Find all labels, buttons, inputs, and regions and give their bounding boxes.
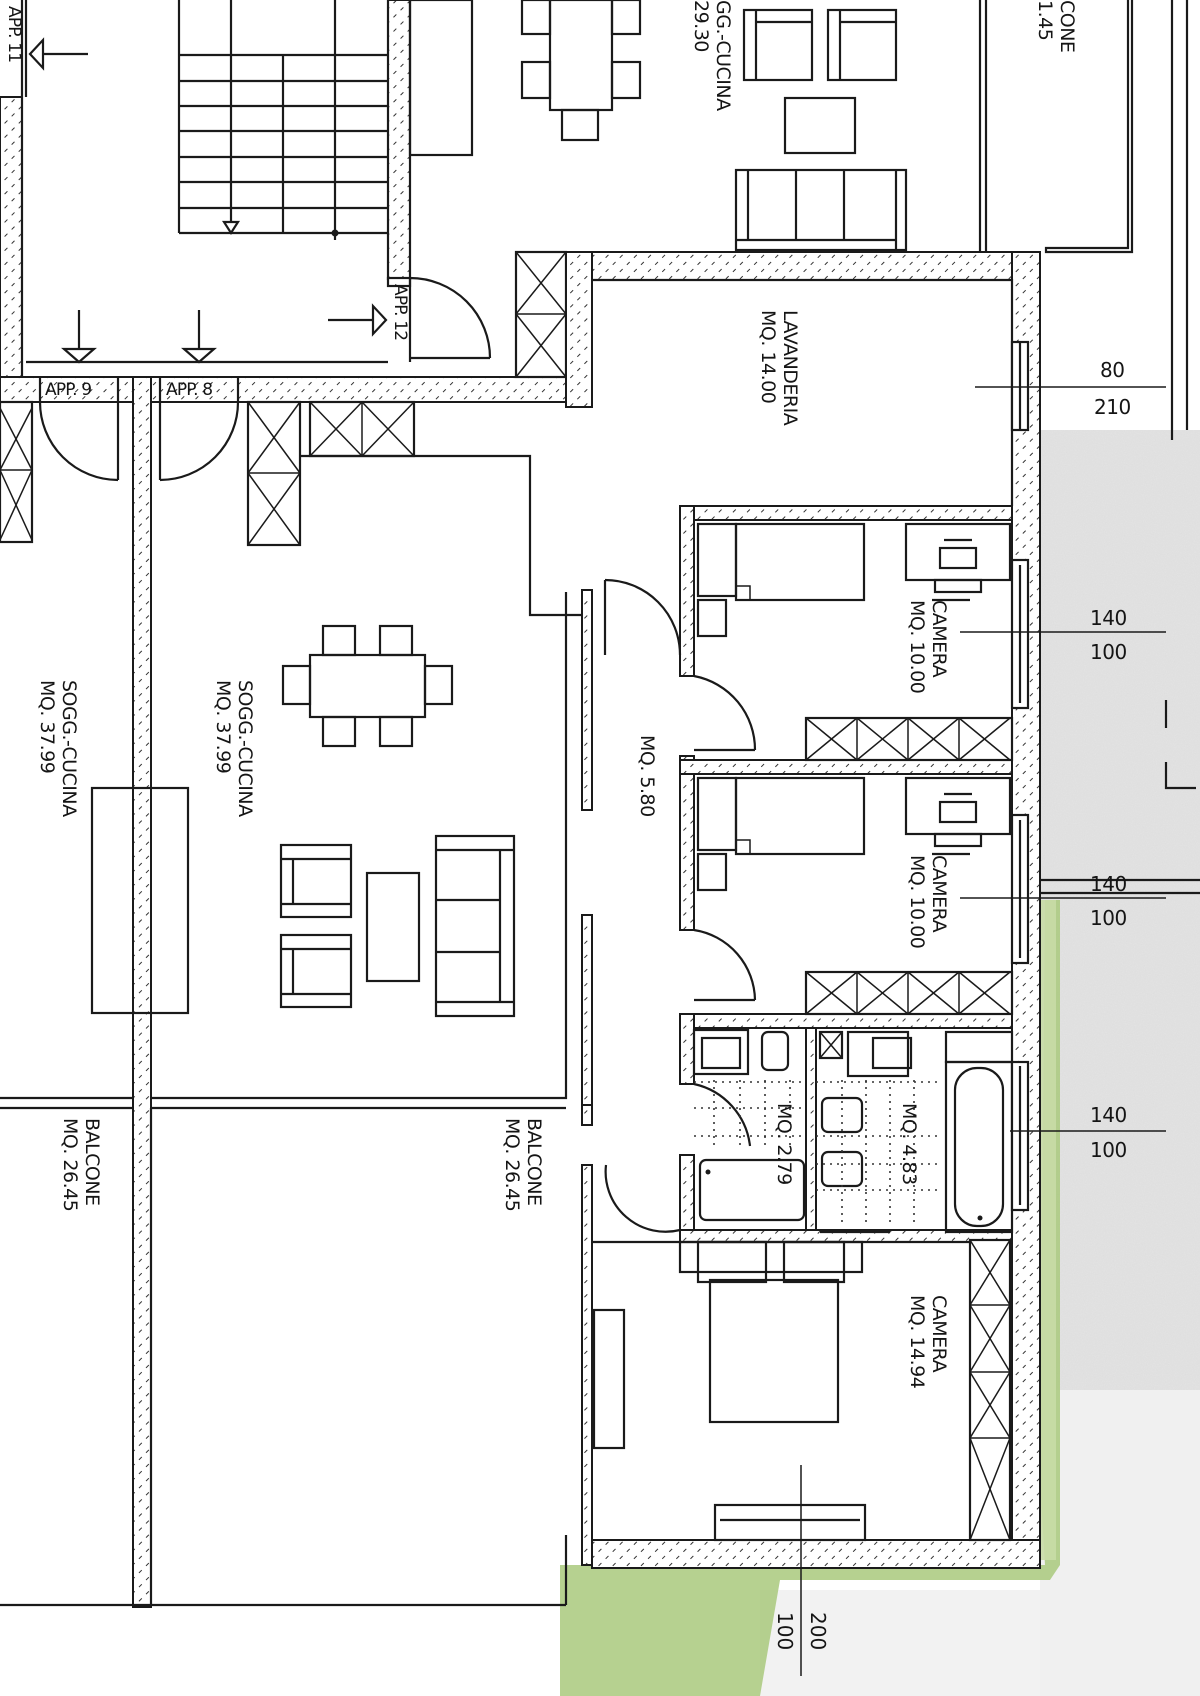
door-app8 [158,377,240,482]
room-label-camera-3: CAMERA MQ. 14.94 [906,1295,950,1389]
window-width-bagno: 140 [1090,1103,1127,1127]
room-label-lavanderia: LAVANDERIA MQ. 14.00 [757,310,801,426]
entrance-arrow-app11 [28,37,88,71]
window-width-camera-1: 140 [1090,606,1127,630]
room-label-balcone-main: BALCONE MQ. 26.45 [501,1118,545,1212]
entrance-label-app8: APP. 8 [166,380,213,400]
entrance-arrow-app12 [328,303,388,337]
window-height-camera-2: 100 [1090,906,1127,930]
room-label-balcone-left: BALCONE MQ. 26.45 [59,1118,103,1212]
room-label-sogg-cucina-left: SOGG.-CUCINA MQ. 37.99 [36,680,80,817]
room-bathrooms [692,1028,1166,1234]
corridor-doors [603,578,757,1233]
window-height-bagno: 100 [1090,1138,1127,1162]
adjacent-apartment-top [408,0,1189,440]
room-lavanderia [592,278,1166,506]
adjacent-kitchen-left [0,400,34,544]
window-width-lavanderia: 80 [1100,358,1125,382]
room-label-sogg-cucina-top: GG.-CUCINA 29.30 [690,0,734,111]
room-label-corridor: MQ. 5.80 [636,735,658,817]
dining-table [281,624,454,748]
external-terrace [760,430,1200,1696]
door-app9 [38,377,120,482]
entrance-arrow-app9 [61,310,97,364]
garden-area [560,900,1060,1696]
room-camera-3 [592,1238,1012,1676]
balcony-outlines [0,1108,568,1607]
tv-console [90,786,190,1015]
room-label-camera-1: CAMERA MQ. 10.00 [906,600,950,694]
walls [0,250,1041,1608]
living-room-outline [0,400,582,1110]
sofa-set [279,834,516,1018]
room-label-balcone-top: CONE 1.45 [1034,0,1078,53]
window-height-lavanderia: 210 [1094,395,1131,419]
room-label-bagno-1: MQ. 2.79 [773,1103,795,1185]
entrance-label-app11: APP. 11 [4,6,24,63]
entrance-label-app12: APP. 12 [390,284,410,341]
window-width-camera-3: 200 [806,1612,830,1651]
window-width-camera-2: 140 [1090,872,1127,896]
window-height-camera-1: 100 [1090,640,1127,664]
marker-ticks [1164,700,1196,790]
room-camera-2 [696,776,1200,1016]
room-label-bagno-2: MQ. 4.83 [898,1103,920,1185]
entrance-label-app9: APP. 9 [45,380,92,400]
room-label-camera-2: CAMERA MQ. 10.00 [906,855,950,949]
room-camera-1 [696,522,1166,762]
room-label-sogg-cucina-main: SOGG.-CUCINA MQ. 37.99 [212,680,256,817]
door-app12 [386,276,492,362]
entrance-arrow-app8 [181,310,217,364]
window-height-camera-3: 100 [773,1612,797,1651]
